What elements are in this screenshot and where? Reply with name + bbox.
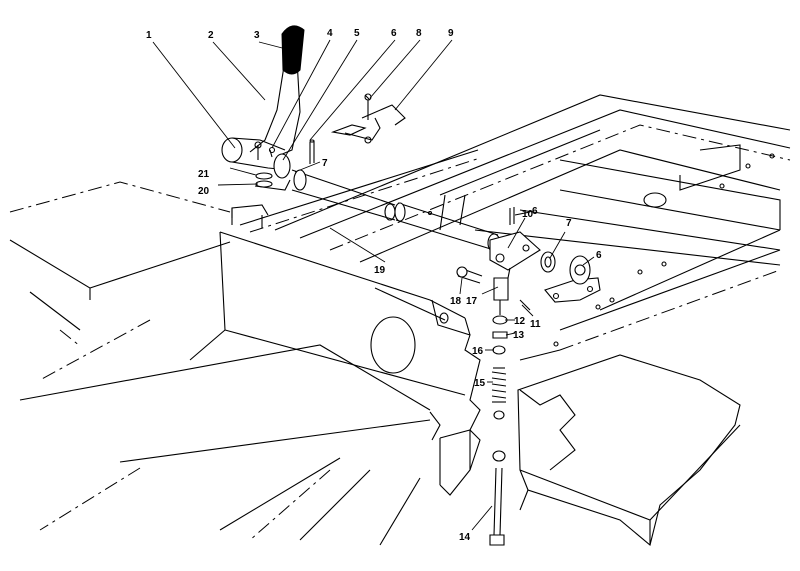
control-lever: [221, 25, 305, 191]
callout-6-right: 6: [596, 250, 602, 261]
callout-7-lower: 7: [566, 218, 572, 229]
frame-cutaway: [231, 149, 481, 496]
callout-15: 15: [474, 378, 486, 389]
callout-4: 4: [327, 28, 333, 39]
callout-12: 12: [514, 316, 526, 327]
callout-3: 3: [254, 30, 260, 41]
left-deck: [9, 181, 466, 546]
cross-shaft: [291, 139, 501, 253]
callout-21: 21: [198, 169, 210, 180]
callout-10: 10: [522, 209, 534, 220]
callout-18: 18: [450, 296, 462, 307]
callout-13: 13: [513, 330, 525, 341]
callout-9: 9: [448, 28, 454, 39]
pivot-arm: [489, 207, 541, 279]
right-lower-deck: [517, 354, 741, 546]
right-frame: [274, 94, 791, 361]
callout-labels: 1 2 3 4 5 6 8 9 7 21 20 19 6 10 7 6 18 1…: [146, 28, 602, 543]
callout-2: 2: [208, 30, 214, 41]
leader-lines: [152, 39, 595, 531]
callout-20: 20: [198, 186, 210, 197]
spring-assembly: [456, 266, 531, 546]
callout-1: 1: [146, 30, 152, 41]
callout-19: 19: [374, 265, 386, 276]
callout-6: 6: [391, 28, 397, 39]
callout-5: 5: [354, 28, 360, 39]
callout-8: 8: [416, 28, 422, 39]
callout-6-mid: 6: [532, 206, 538, 217]
callout-11: 11: [530, 319, 541, 330]
callout-7-upper: 7: [322, 158, 328, 169]
callout-14: 14: [459, 532, 471, 543]
callout-16: 16: [472, 346, 484, 357]
switch-bracket: [330, 93, 406, 144]
callout-17: 17: [466, 296, 478, 307]
